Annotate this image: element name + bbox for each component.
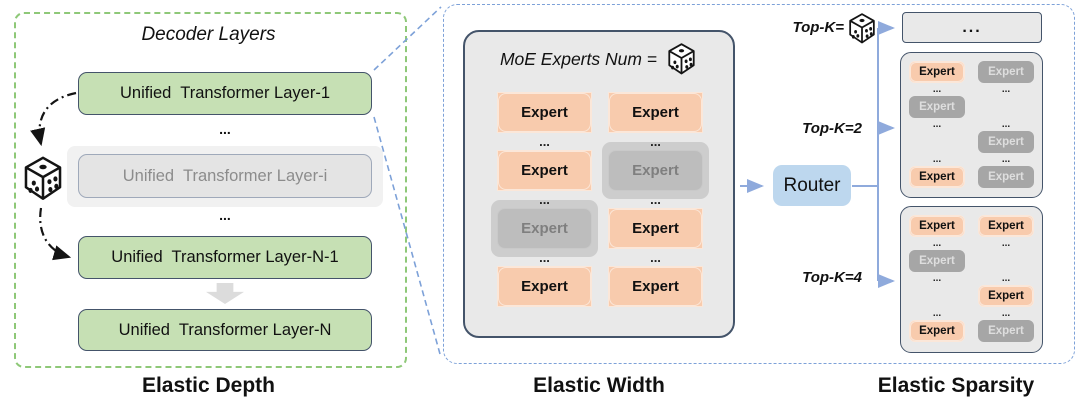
expert-box-inactive: Expert bbox=[978, 166, 1034, 188]
expert-label: Expert bbox=[608, 150, 703, 191]
expert-label: Expert bbox=[979, 286, 1033, 306]
decoder-layers-title: Decoder Layers bbox=[141, 24, 276, 45]
ellipsis-label: ... bbox=[932, 272, 942, 284]
expert-label: Expert bbox=[909, 96, 965, 118]
expert-box-active: Expert bbox=[978, 215, 1034, 237]
topk-4-label: Top-K=4 bbox=[802, 269, 862, 286]
ellipsis-label: ... bbox=[539, 249, 550, 265]
expert-label: Expert bbox=[910, 321, 964, 341]
ellipsis-label: ... bbox=[932, 237, 942, 249]
expert-box-active: Expert bbox=[608, 92, 703, 133]
layer-box-1: Unified Transformer Layer-1 bbox=[78, 72, 372, 115]
expert-box-active: Expert bbox=[497, 150, 592, 191]
expert-label: Expert bbox=[910, 216, 964, 236]
dice-icon bbox=[665, 42, 698, 76]
elastic-detail-panel bbox=[443, 4, 1075, 364]
expert-label: Expert bbox=[498, 151, 591, 190]
expert-box-active: Expert bbox=[909, 61, 965, 83]
expert-box-inactive: Expert bbox=[602, 142, 709, 199]
dice-icon bbox=[20, 155, 66, 202]
dice-icon bbox=[846, 12, 878, 45]
ellipsis-label: ... bbox=[219, 207, 231, 223]
expert-box-active: Expert bbox=[909, 215, 965, 237]
ellipsis-label: ... bbox=[539, 191, 550, 207]
expert-label: Expert bbox=[978, 166, 1034, 188]
ellipsis-label: ... bbox=[1001, 307, 1011, 319]
caption-elastic-width: Elastic Width bbox=[533, 374, 665, 397]
expert-label: Expert bbox=[609, 209, 702, 248]
caption-elastic-depth: Elastic Depth bbox=[141, 374, 276, 397]
ellipsis-label: ... bbox=[1001, 83, 1011, 95]
expert-box-active: Expert bbox=[909, 320, 965, 342]
ellipsis-label: ... bbox=[932, 307, 942, 319]
expert-label: Expert bbox=[609, 267, 702, 306]
expert-box-inactive: Expert bbox=[978, 320, 1034, 342]
topk-random-label: Top-K= bbox=[792, 19, 844, 36]
expert-box-active: Expert bbox=[608, 266, 703, 307]
expert-label: Expert bbox=[978, 320, 1034, 342]
ellipsis-label: ... bbox=[650, 191, 661, 207]
expert-label: Expert bbox=[909, 250, 965, 272]
expert-box-inactive: Expert bbox=[491, 200, 598, 257]
expert-box-inactive: Expert bbox=[978, 131, 1034, 153]
layer-box-n: Unified Transformer Layer-N bbox=[78, 309, 372, 351]
expert-label: Expert bbox=[979, 216, 1033, 236]
expert-box-active: Expert bbox=[978, 285, 1034, 307]
empty-slot bbox=[909, 285, 965, 307]
ellipsis-label: ... bbox=[1001, 272, 1011, 284]
ellipsis-label: ... bbox=[1001, 118, 1011, 130]
expert-box-active: Expert bbox=[608, 208, 703, 249]
expert-box-inactive: Expert bbox=[909, 96, 965, 118]
moe-experts-title: MoE Experts Num = bbox=[499, 48, 658, 69]
expert-box-inactive: Expert bbox=[978, 61, 1034, 83]
expert-label: Expert bbox=[910, 62, 964, 82]
empty-slot bbox=[909, 131, 965, 153]
expert-label: Expert bbox=[978, 131, 1034, 153]
ellipsis-label: ... bbox=[539, 133, 550, 149]
collapsed-experts-box: ... bbox=[902, 12, 1042, 43]
expert-label: Expert bbox=[498, 93, 591, 132]
layer-box-i: Unified Transformer Layer-i bbox=[78, 154, 372, 198]
caption-elastic-sparsity: Elastic Sparsity bbox=[877, 374, 1035, 397]
ellipsis-label: ... bbox=[650, 249, 661, 265]
expert-label: Expert bbox=[498, 267, 591, 306]
router-box: Router bbox=[773, 165, 851, 206]
expert-box-active: Expert bbox=[909, 166, 965, 188]
expert-label: Expert bbox=[609, 93, 702, 132]
layer-box-n-minus-1: Unified Transformer Layer-N-1 bbox=[78, 236, 372, 279]
ellipsis-label: ... bbox=[932, 83, 942, 95]
topk-2-label: Top-K=2 bbox=[802, 120, 862, 137]
ellipsis-label: ... bbox=[219, 121, 231, 137]
expert-label: Expert bbox=[978, 61, 1034, 83]
expert-box-inactive: Expert bbox=[909, 250, 965, 272]
expert-label: Expert bbox=[910, 167, 964, 187]
empty-slot bbox=[978, 96, 1034, 118]
expert-label: Expert bbox=[497, 208, 592, 249]
ellipsis-label: ... bbox=[932, 118, 942, 130]
ellipsis-label: ... bbox=[1001, 153, 1011, 165]
expert-box-active: Expert bbox=[497, 92, 592, 133]
empty-slot bbox=[978, 250, 1034, 272]
moe-title-row: MoE Experts Num = bbox=[463, 42, 735, 76]
ellipsis-label: ... bbox=[932, 153, 942, 165]
ellipsis-label: ... bbox=[1001, 237, 1011, 249]
expert-box-active: Expert bbox=[497, 266, 592, 307]
ellipsis-label: ... bbox=[650, 133, 661, 149]
